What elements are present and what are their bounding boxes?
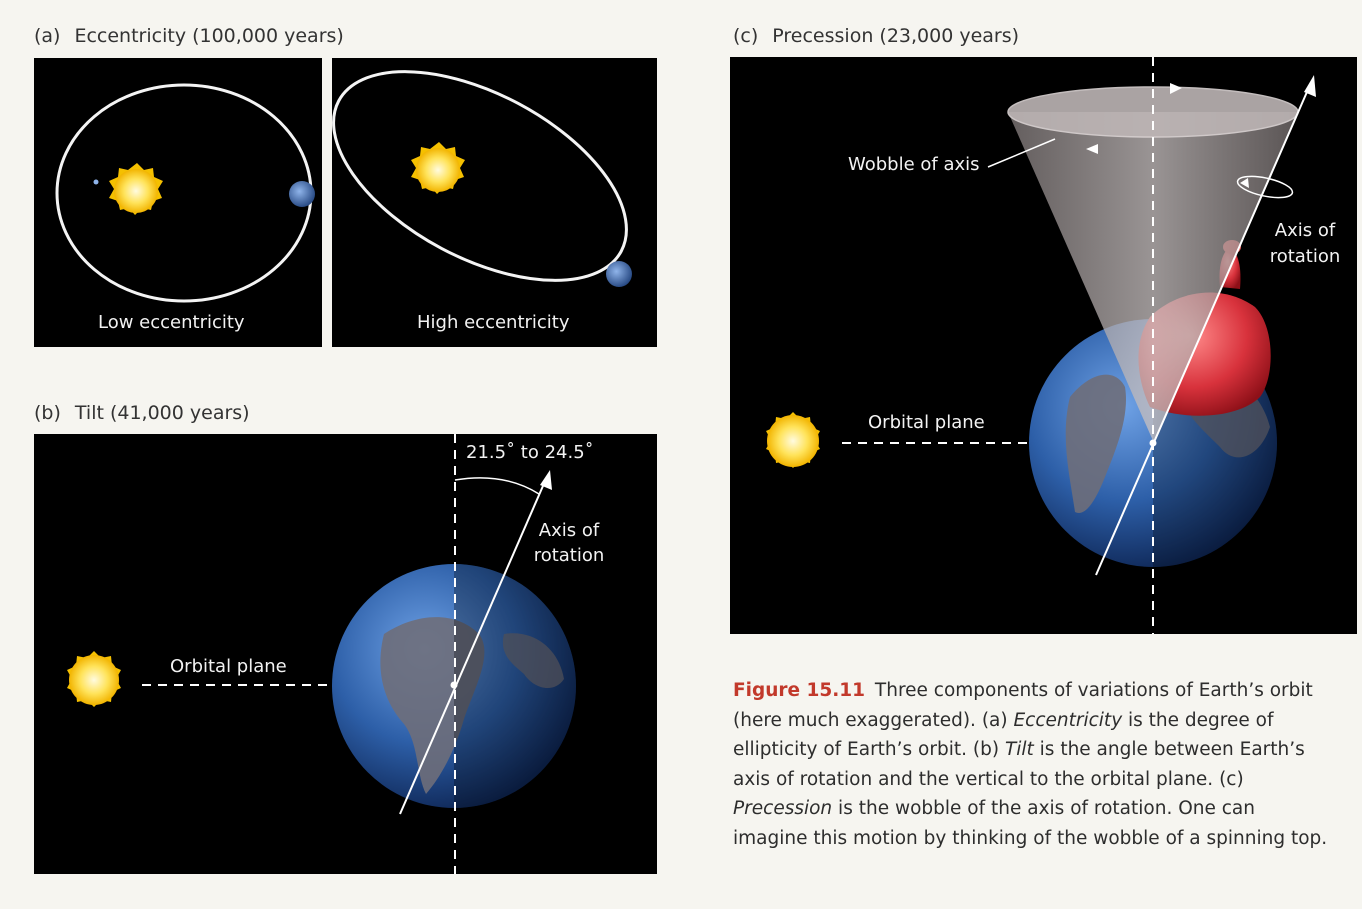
orbit-low	[55, 83, 313, 303]
panel-b-letter: (b)	[34, 402, 61, 424]
axis-of-rotation-line	[1095, 84, 1311, 576]
panel-b-title: Tilt (41,000 years)	[74, 402, 250, 424]
caption-text-1: Three components of variations of Earth’…	[733, 680, 1313, 731]
panel-c-title: Precession (23,000 years)	[772, 25, 1020, 47]
focus-dot	[93, 179, 99, 185]
high-eccentricity-label: High eccentricity	[417, 312, 570, 333]
sun-icon	[109, 163, 163, 215]
axis-of-rotation-label-c: Axis of rotation	[1258, 218, 1352, 270]
figure-number: Figure 15.11	[733, 680, 866, 701]
earth-icon	[289, 181, 315, 207]
wobble-of-axis-label: Wobble of axis	[848, 154, 980, 175]
panel-a-title: Eccentricity (100,000 years)	[74, 25, 344, 47]
earth-icon	[606, 261, 632, 287]
high-eccentricity-panel: High eccentricity	[332, 58, 657, 347]
rotation-indicator-arrow	[1240, 178, 1249, 188]
axis-label-line-2: rotation	[1269, 246, 1341, 267]
low-eccentricity-diagram	[55, 83, 315, 303]
low-eccentricity-label: Low eccentricity	[98, 312, 245, 333]
caption-text-3: is the angle between Earth’s axis of rot…	[733, 739, 1305, 790]
tilt-panel: 21.5˚ to 24.5˚ Axis of rotation Orbital …	[34, 434, 657, 874]
caption-text-2: is the degree of ellipticity of Earth’s …	[733, 709, 1274, 761]
panel-a-letter: (a)	[34, 25, 61, 47]
axis-of-rotation-label-b: Axis of rotation	[524, 518, 614, 568]
high-eccentricity-diagram	[332, 70, 632, 287]
precession-diagram	[766, 57, 1316, 634]
orbit-high	[332, 70, 628, 282]
caption-text-4: is the wobble of the axis of rotation. O…	[733, 798, 1328, 849]
tilt-angle-label: 21.5˚ to 24.5˚	[466, 442, 594, 463]
precession-cone	[1008, 112, 1298, 443]
rim-arrow-right	[1170, 83, 1182, 94]
sun-icon	[67, 651, 121, 707]
orbital-plane-label-c: Orbital plane	[868, 412, 985, 433]
axis-label-line-2: rotation	[533, 545, 605, 566]
caption-term-precession: Precession	[733, 798, 833, 819]
earth-center-dot	[1149, 439, 1157, 447]
earth-center-dot	[450, 681, 458, 689]
precession-panel: Wobble of axis Axis of rotation Orbital …	[730, 57, 1357, 634]
tilt-angle-arc	[454, 477, 540, 495]
wobble-leader-line	[987, 138, 1056, 168]
sun-icon	[766, 412, 820, 468]
figure-caption: Figure 15.11 Three components of variati…	[733, 676, 1333, 853]
rotation-indicator	[1236, 175, 1294, 199]
panel-c-letter: (c)	[733, 25, 759, 47]
axis-label-line-1: Axis of	[1274, 220, 1336, 241]
caption-term-eccentricity: Eccentricity	[1013, 709, 1123, 731]
axis-of-rotation-line	[399, 478, 547, 815]
orbital-plane-label-b: Orbital plane	[170, 656, 287, 677]
axis-label-line-1: Axis of	[538, 520, 600, 541]
tilt-diagram	[67, 434, 576, 874]
sun-icon	[411, 142, 465, 194]
axis-arrowhead	[1304, 75, 1316, 97]
axis-arrowhead	[540, 470, 552, 490]
panel-a-heading: (a) Eccentricity (100,000 years)	[34, 25, 344, 47]
rim-arrow-left	[1086, 144, 1098, 154]
low-eccentricity-panel: Low eccentricity	[34, 58, 322, 347]
caption-term-tilt: Tilt	[1004, 739, 1034, 760]
panel-b-heading: (b) Tilt (41,000 years)	[34, 402, 250, 424]
panel-c-heading: (c) Precession (23,000 years)	[733, 25, 1019, 47]
